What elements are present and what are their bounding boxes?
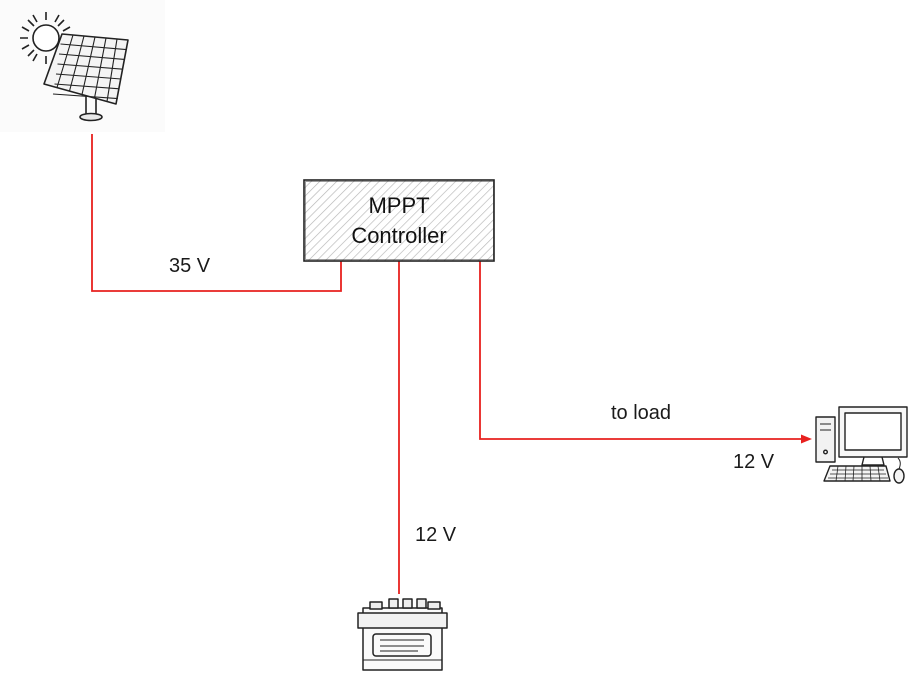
controller-label-line2: Controller: [351, 222, 447, 248]
wire-panel-to-controller: [91, 134, 342, 292]
desktop-computer-icon: [815, 406, 908, 484]
battery-icon: [357, 598, 448, 671]
load-voltage-label: 12 V: [733, 451, 775, 473]
mppt-controller-box: MPPT Controller: [304, 180, 494, 261]
solar-panel-icon: [0, 0, 165, 132]
battery-voltage-label: 12 V: [415, 524, 457, 546]
load-label: to load: [611, 402, 672, 424]
wires: [91, 134, 812, 594]
panel-voltage-label: 35 V: [169, 255, 211, 277]
wire-controller-to-load: [479, 261, 803, 440]
controller-box-shape: [303, 179, 495, 262]
arrow-head-icon: [801, 434, 812, 444]
controller-label-line1: MPPT: [368, 192, 430, 218]
